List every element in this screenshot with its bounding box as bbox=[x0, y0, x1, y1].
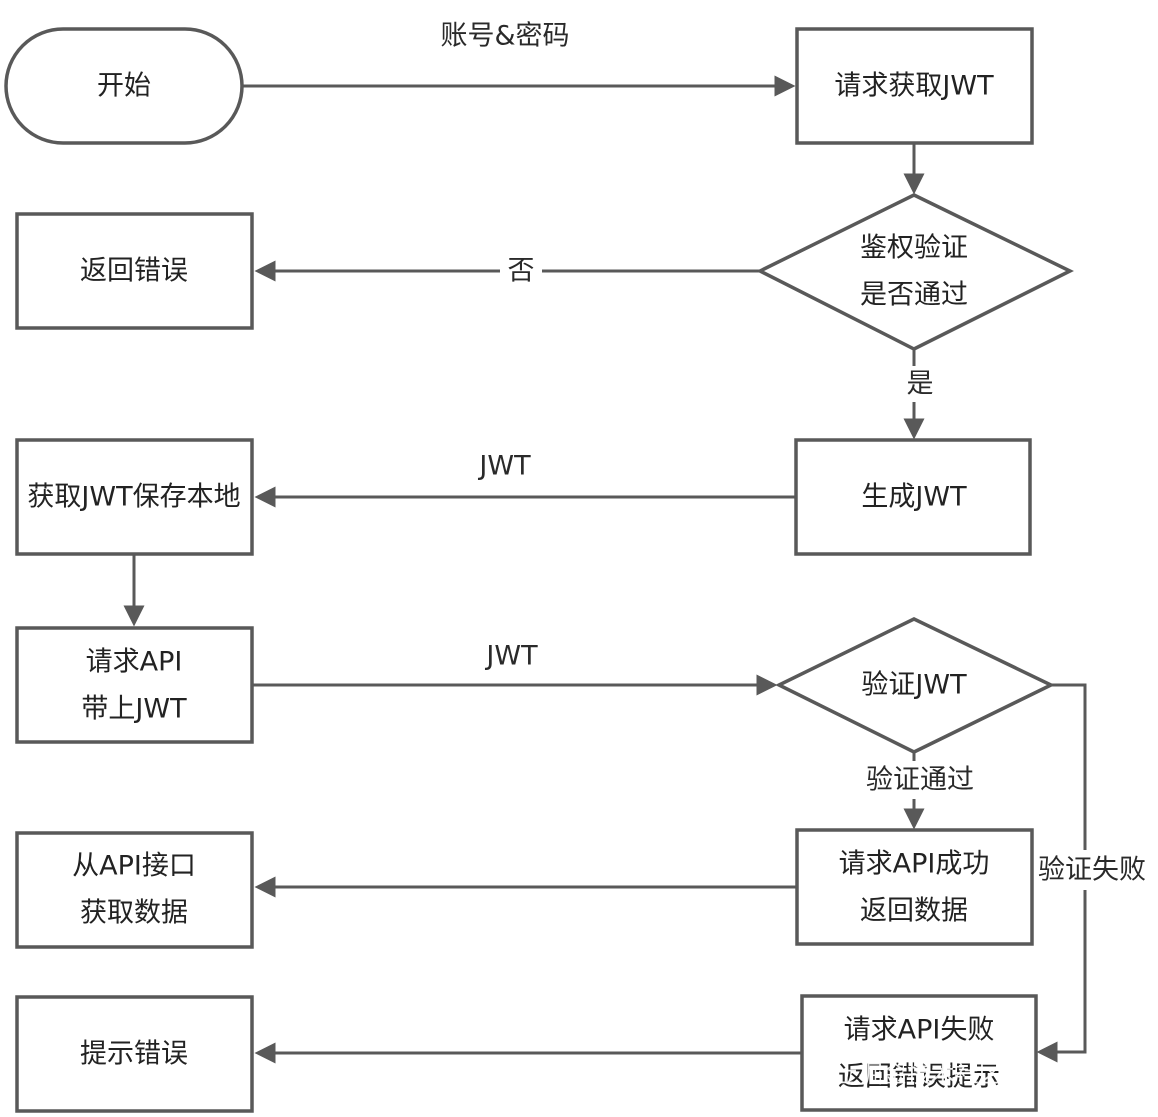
watermark: 稀土掘金技术社区 @ xiejava bbox=[811, 1060, 1128, 1088]
start-terminal bbox=[4, 27, 244, 145]
request-api-line1: 请求API bbox=[86, 647, 183, 678]
return-error-label: 返回错误 bbox=[80, 256, 188, 287]
generate-jwt-box bbox=[794, 438, 1032, 556]
edge-label-credentials: 账号&密码 bbox=[440, 21, 569, 52]
return-error-box bbox=[15, 212, 254, 330]
verify-jwt-label: 验证JWT bbox=[861, 670, 967, 701]
api-success-line1: 请求API成功 bbox=[839, 849, 990, 880]
edge-label-verify-pass-bg bbox=[858, 761, 982, 799]
request-jwt-label: 请求获取JWT bbox=[834, 71, 994, 102]
edge-label-jwt-send: JWT bbox=[484, 641, 538, 672]
fetch-data-box bbox=[15, 831, 254, 949]
generate-jwt-label: 生成JWT bbox=[861, 482, 967, 513]
edge-label-verify-fail-bg bbox=[1034, 850, 1152, 890]
api-fail-line1: 请求API失败 bbox=[844, 1015, 995, 1046]
save-jwt-label: 获取JWT保存本地 bbox=[27, 482, 240, 513]
request-api-line2: 带上JWT bbox=[81, 694, 187, 725]
edge-label-verify-pass: 验证通过 bbox=[866, 765, 974, 796]
edge-label-yes-bg bbox=[900, 366, 940, 402]
auth-check-line1: 鉴权验证 bbox=[860, 233, 968, 264]
verify-jwt-decision bbox=[775, 617, 1056, 754]
request-api-box bbox=[15, 626, 254, 744]
api-success-box bbox=[795, 828, 1034, 946]
edge-label-yes: 是 bbox=[907, 369, 934, 400]
edge-label-no-bg bbox=[500, 254, 542, 288]
fetch-data-line1: 从API接口 bbox=[72, 851, 196, 882]
edge-label-verify-fail: 验证失败 bbox=[1038, 855, 1146, 886]
api-fail-box bbox=[800, 994, 1038, 1112]
auth-check-decision bbox=[756, 193, 1074, 351]
fetch-data-line2: 获取数据 bbox=[80, 898, 188, 929]
edge-label-no: 否 bbox=[508, 256, 535, 287]
api-success-line2: 返回数据 bbox=[860, 896, 968, 927]
start-label: 开始 bbox=[97, 71, 151, 102]
api-fail-line2: 返回错误提示 bbox=[838, 1062, 1000, 1093]
auth-check-line2: 是否通过 bbox=[860, 280, 968, 311]
edge-label-jwt-return: JWT bbox=[477, 451, 531, 482]
show-error-box bbox=[15, 995, 254, 1113]
save-jwt-box bbox=[15, 438, 254, 556]
request-jwt-box bbox=[795, 27, 1034, 145]
show-error-label: 提示错误 bbox=[80, 1039, 188, 1070]
